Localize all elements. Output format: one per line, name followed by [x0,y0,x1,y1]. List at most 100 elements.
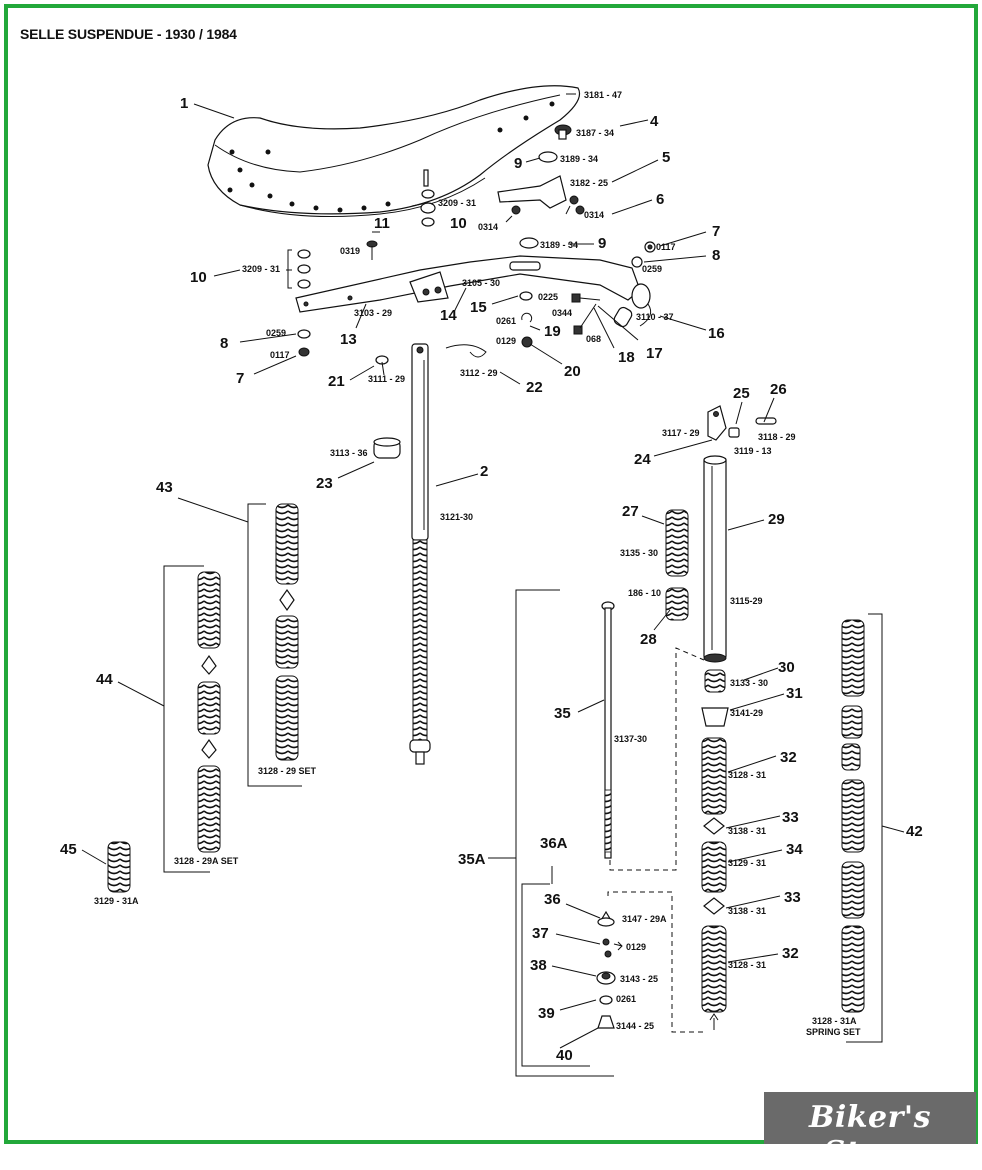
part-10-bushes-left [287,249,311,289]
part-27-spring [665,509,689,577]
ref-0261-39: 0261 [616,994,636,1004]
ref-0117-left: 0117 [270,350,290,360]
diagram-frame [4,4,978,1144]
ref-3119-13: 3119 - 13 [734,446,772,456]
part-reference-codes: 3181 - 47 3121-30 3187 - 34 3182 - 25 03… [94,90,861,1037]
assembly-dashed-line-2 [607,891,706,1033]
part-10-bushes [420,189,436,227]
callout-37: 37 [532,925,549,942]
ref-3147-29a: 3147 - 29A [622,914,667,924]
callout-24: 24 [634,451,651,468]
assembly-dashed-line [609,647,705,871]
bikers-store-logo: Biker's Store [764,1092,976,1170]
part-24-plate [707,405,727,441]
callout-26: 26 [770,381,787,398]
callout-25: 25 [733,385,750,402]
callout-35: 35 [554,705,571,722]
ref-0344: 0344 [552,308,572,318]
ref-3143-25: 3143 - 25 [620,974,658,984]
part-26-pin [755,417,777,425]
ref-3209-31: 3209 - 31 [438,198,476,208]
callout-30: 30 [778,659,795,676]
saddle [207,85,581,218]
callout-16: 16 [708,325,725,342]
parts-7-8-nuts [297,241,656,357]
ref-3111-29: 3111 - 29 [368,374,405,384]
callout-21: 21 [328,373,345,390]
callout-32-lower: 32 [782,945,799,962]
ref-0129: 0129 [496,336,516,346]
ref-3187-34: 3187 - 34 [576,128,614,138]
ref-3112-29: 3112 - 29 [460,368,498,378]
callout-11: 11 [374,215,390,232]
part-17-18-bolts [571,293,601,335]
ref-0259-left: 0259 [266,328,286,338]
ref-3128-29a-set: 3128 - 29A SET [174,856,239,866]
ref-3129-31: 3129 - 31 [728,858,766,868]
callout-36a: 36A [540,835,568,852]
parts-36-40 [596,910,616,1029]
callout-9: 9 [598,235,606,252]
ref-0117: 0117 [656,242,676,252]
callout-29: 29 [768,511,785,528]
callout-numbers: 1 2 4 5 6 7 7 8 8 9 9 10 10 11 13 14 15 … [60,95,923,1064]
ref-3129-31a: 3129 - 31A [94,896,139,906]
part-44-spring-set [197,571,221,853]
ref-3133-30: 3133 - 30 [730,678,768,688]
logo-text: Biker's Store [808,1100,931,1170]
callout-15: 15 [470,299,487,316]
part-2-seat-post [409,343,431,765]
callout-40: 40 [556,1047,573,1064]
callout-2: 2 [480,463,488,480]
callout-10-left: 10 [190,269,207,286]
callout-39: 39 [538,1005,555,1022]
spring-set-label: SPRING SET [806,1027,861,1037]
saddle-frame-13-14 [295,255,641,313]
callout-7-left: 7 [236,370,244,387]
callout-17: 17 [646,345,663,362]
part-11-screw [366,240,378,260]
ref-3189-34: 3189 - 34 [540,240,578,250]
ref-3189-34-top: 3189 - 34 [560,154,598,164]
callout-18: 18 [618,349,635,366]
callout-9-top: 9 [514,155,522,172]
ref-0259: 0259 [642,264,662,274]
callout-10: 10 [450,215,467,232]
part-45-spring [107,841,131,893]
callout-42: 42 [906,823,923,840]
callout-8: 8 [712,247,720,264]
callout-13: 13 [340,331,357,348]
part-16-clamp [613,283,652,328]
ref-0225: 0225 [538,292,558,302]
callout-23: 23 [316,475,333,492]
ref-3141-29: 3141-29 [730,708,763,718]
part-22-clip [445,344,487,358]
part-29-tube [703,455,727,663]
ref-3117-29: 3117 - 29 [662,428,700,438]
callout-34: 34 [786,841,803,858]
ref-3128-29-set: 3128 - 29 SET [258,766,317,776]
ref-0314-left: 0314 [478,222,498,232]
callout-31: 31 [786,685,803,702]
callout-43: 43 [156,479,173,496]
ref-3105-30: 3105 - 30 [462,278,500,288]
callout-33: 33 [782,809,799,826]
part-19-spring-washer [521,312,533,323]
page-title: SELLE SUSPENDUE - 1930 / 1984 [20,26,237,42]
part-5-bracket [497,175,567,209]
ref-3113-36: 3113 - 36 [330,448,368,458]
seat-stud [423,169,429,187]
ref-3182-25: 3182 - 25 [570,178,608,188]
part-43-spring-set [275,503,299,761]
ref-3144-25: 3144 - 25 [616,1021,654,1031]
part-23-bush [373,437,401,459]
callout-20: 20 [564,363,581,380]
part-42-spring-set [841,619,865,1013]
callout-14: 14 [440,307,457,324]
ref-3118-29: 3118 - 29 [758,432,796,442]
set-brackets [163,503,883,1077]
callout-28: 28 [640,631,657,648]
part-6-screws [505,195,585,223]
callout-22: 22 [526,379,543,396]
